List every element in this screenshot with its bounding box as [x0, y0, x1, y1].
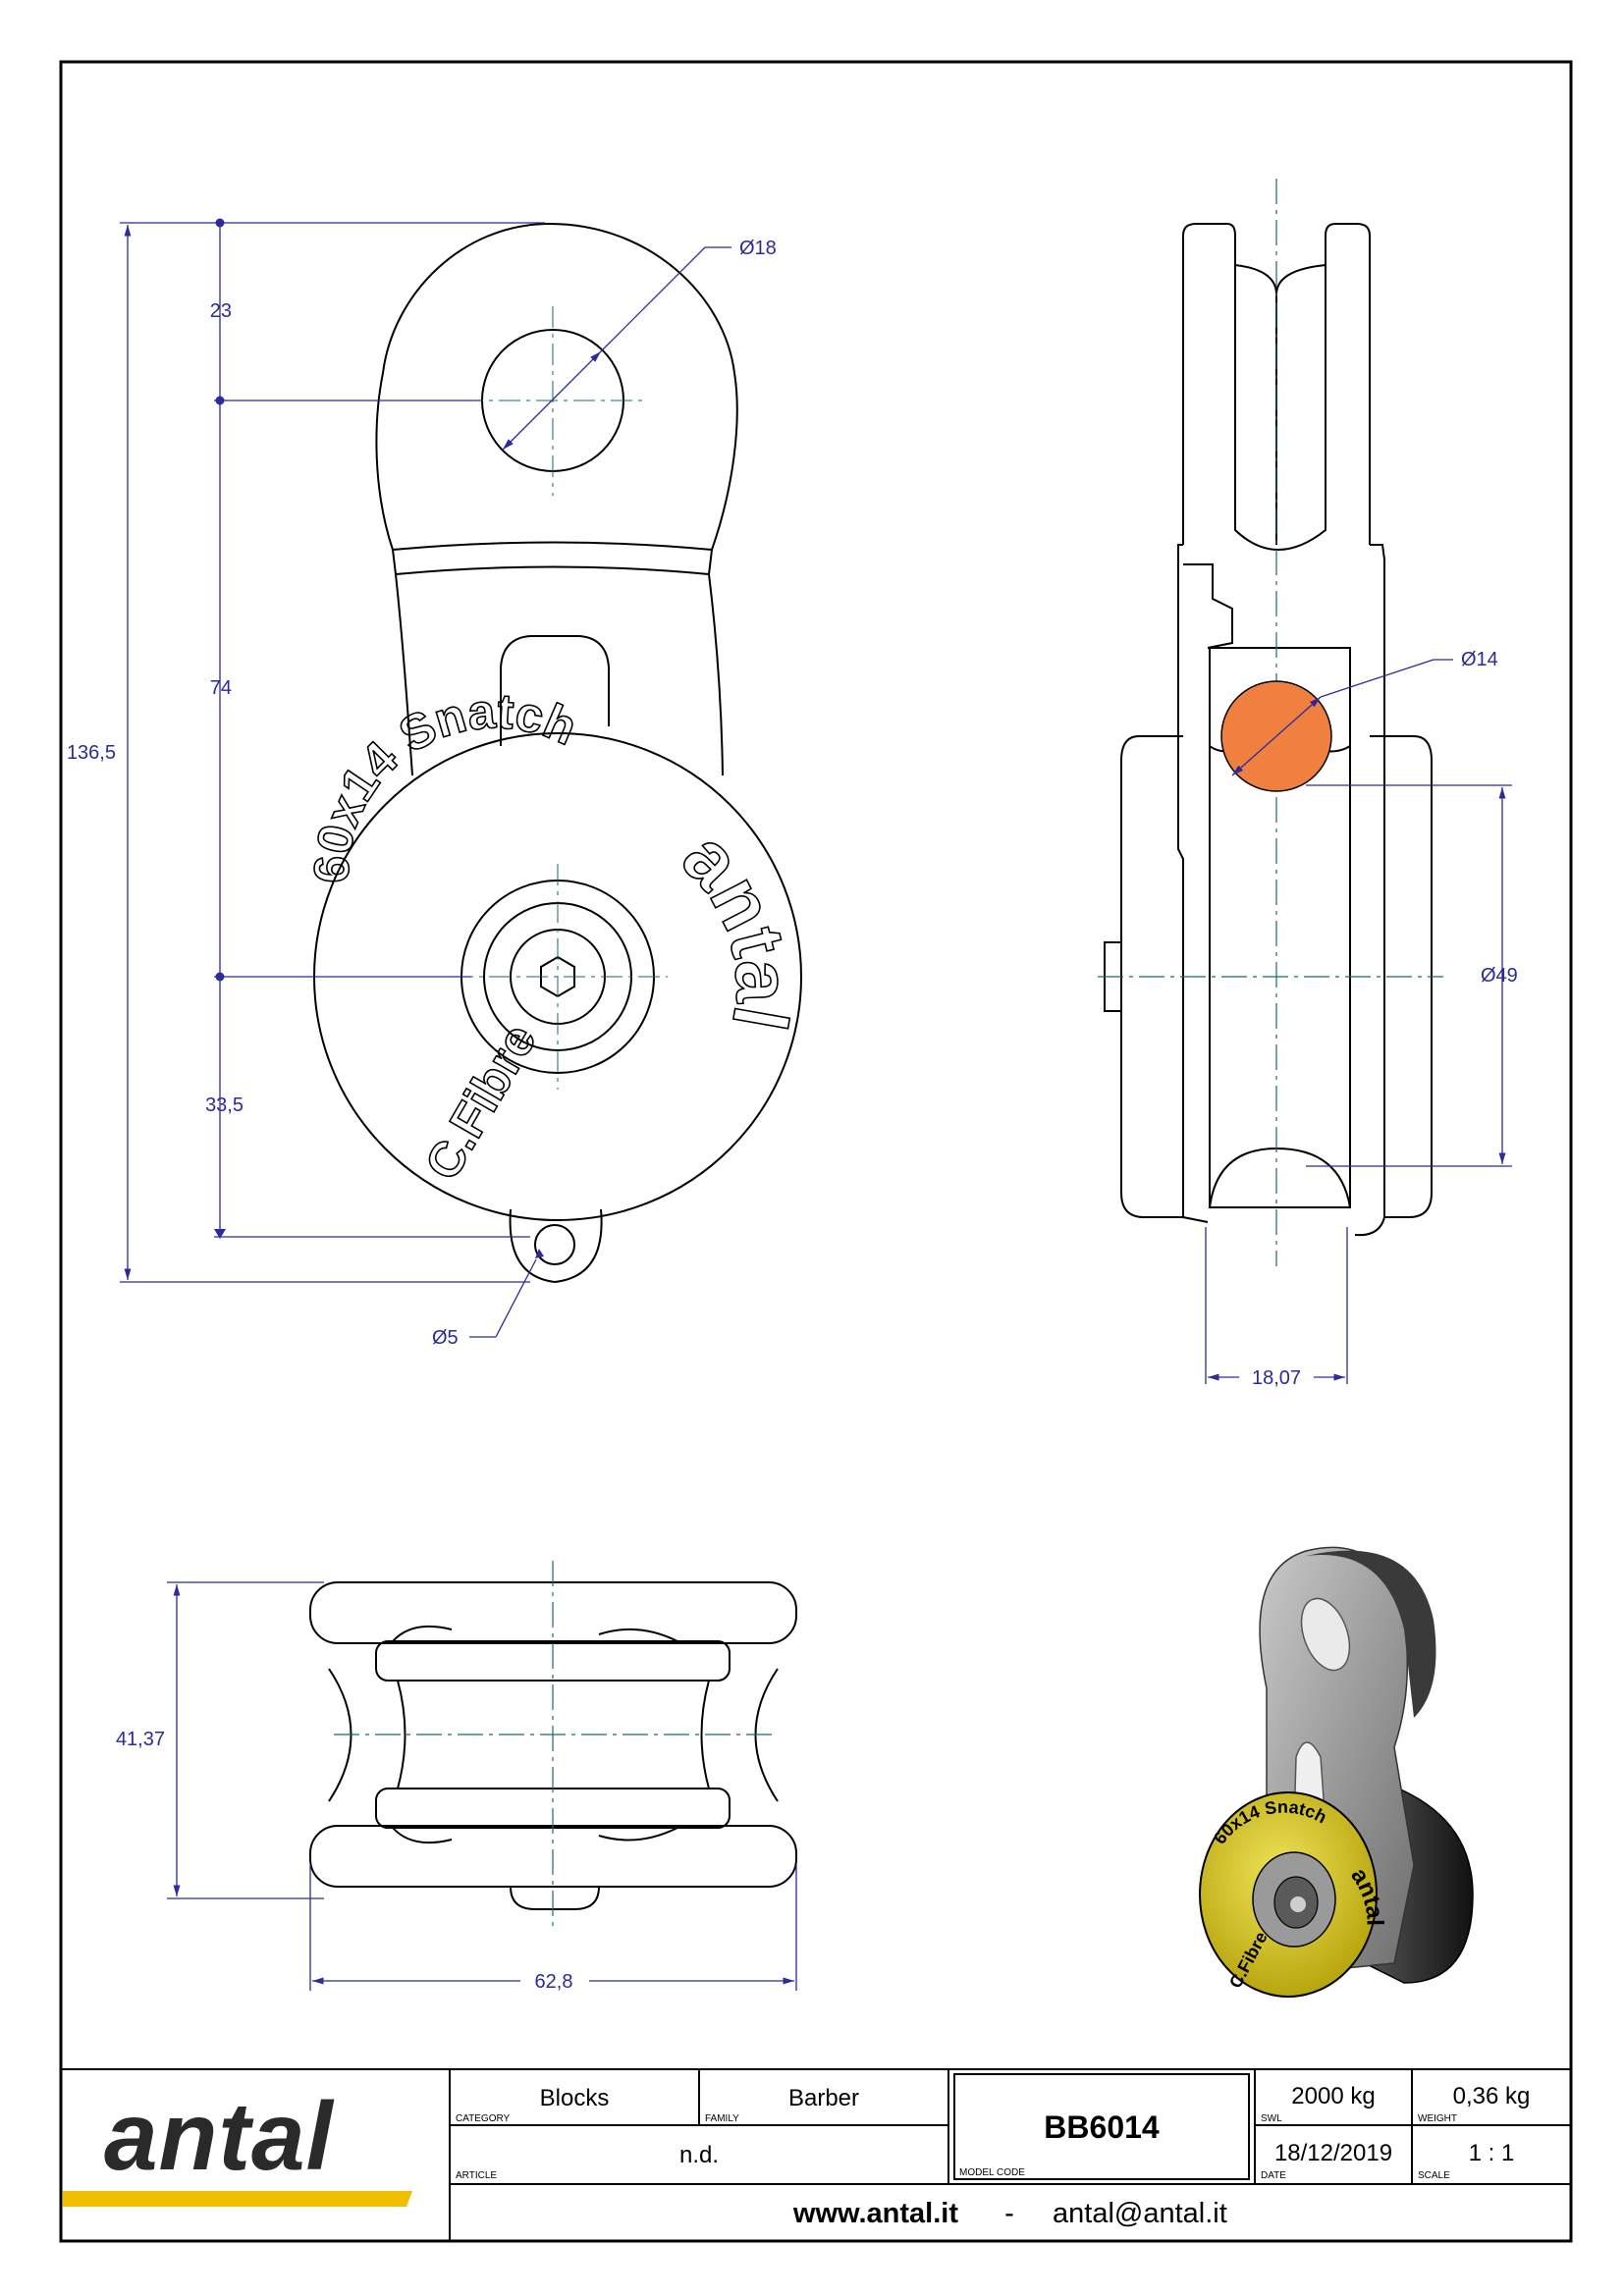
bottom-lobes-top — [392, 1625, 678, 1642]
bottom-lobes-bottom — [392, 1827, 678, 1844]
svg-text:60x14 Snatch: 60x14 Snatch — [303, 683, 584, 883]
engraving-brand: antal — [666, 814, 808, 1037]
front-head-outline — [375, 222, 738, 551]
brand-logo: antal — [63, 2082, 412, 2207]
dim-top-to-eye: 23 — [210, 300, 232, 322]
side-head-right — [1275, 223, 1371, 545]
front-body-right — [708, 573, 724, 776]
side-dimensions — [1205, 659, 1512, 1384]
family-caption: FAMILY — [705, 2113, 739, 2124]
side-head-left — [1182, 223, 1277, 545]
contact-separator: - — [1004, 2198, 1014, 2229]
category-caption: CATEGORY — [456, 2113, 511, 2124]
model-code-caption: MODEL CODE — [959, 2167, 1025, 2178]
side-body-left — [1177, 544, 1209, 1223]
weight-caption: WEIGHT — [1418, 2113, 1457, 2124]
bottom-centerlines — [334, 1561, 776, 1929]
side-head-groove — [1234, 265, 1326, 551]
front-slot — [500, 635, 610, 746]
render-3d — [1199, 1546, 1474, 1998]
dim-small-hole-diameter: Ø5 — [432, 1327, 459, 1349]
dim-bottom-width: 62,8 — [535, 1971, 573, 1993]
engraving-model: 60x14 Snatch — [303, 682, 586, 884]
bottom-top-rim — [375, 1640, 731, 1682]
render-head-ring — [1306, 1550, 1436, 1718]
date-value: 18/12/2019 — [1274, 2140, 1392, 2166]
swl-caption: SWL — [1261, 2113, 1282, 2124]
render-eye — [1300, 1597, 1351, 1672]
dim-sheave-width: 18,07 — [1252, 1367, 1301, 1389]
logo-text: antal — [104, 2082, 335, 2190]
model-code-value: BB6014 — [1044, 2109, 1160, 2145]
front-lug — [509, 1208, 603, 1284]
email-link[interactable]: antal@antal.it — [1053, 2198, 1227, 2229]
engraving-material: C.Fibre — [414, 1015, 547, 1189]
front-engraving: 60x14 Snatch antal C.Fibre — [303, 682, 808, 1190]
dim-bottom-height: 41,37 — [116, 1729, 165, 1750]
weight-value: 0,36 kg — [1453, 2083, 1531, 2109]
bottom-bolt — [510, 1886, 600, 1910]
logo-underline — [63, 2191, 412, 2207]
website-link[interactable]: www.antal.it — [792, 2198, 958, 2229]
title-block — [60, 2068, 1572, 2242]
bottom-sheave-right — [700, 1680, 710, 1789]
family-value: Barber — [788, 2085, 859, 2111]
dim-sheave-to-hole: 33,5 — [205, 1095, 244, 1116]
article-caption: ARTICLE — [456, 2170, 497, 2181]
side-latch — [1183, 563, 1233, 649]
front-dim-dots — [214, 218, 544, 1258]
side-sheave-bottom — [1209, 1147, 1351, 1208]
front-body-left — [395, 573, 413, 776]
dim-overall-height: 136,5 — [67, 742, 116, 764]
bottom-sheave-left — [397, 1680, 406, 1789]
date-caption: DATE — [1261, 2170, 1286, 2181]
article-value: n.d. — [679, 2142, 719, 2168]
side-body-right — [1354, 544, 1385, 1237]
dim-eye-to-sheave: 74 — [210, 677, 232, 699]
svg-text:antal: antal — [667, 815, 807, 1037]
bottom-dimensions — [167, 1581, 797, 1991]
lug-hole — [534, 1224, 575, 1265]
dim-sheave-diameter: Ø49 — [1481, 965, 1518, 987]
front-dimensions — [120, 222, 731, 1338]
swl-value: 2000 kg — [1291, 2083, 1375, 2109]
dim-eye-diameter: Ø18 — [739, 238, 777, 259]
category-value: Blocks — [540, 2085, 610, 2111]
scale-caption: SCALE — [1418, 2170, 1450, 2181]
scale-value: 1 : 1 — [1469, 2140, 1515, 2166]
render-bolt — [1290, 1896, 1306, 1912]
front-neck-band — [391, 541, 714, 576]
dim-pin-diameter: Ø14 — [1461, 649, 1498, 670]
